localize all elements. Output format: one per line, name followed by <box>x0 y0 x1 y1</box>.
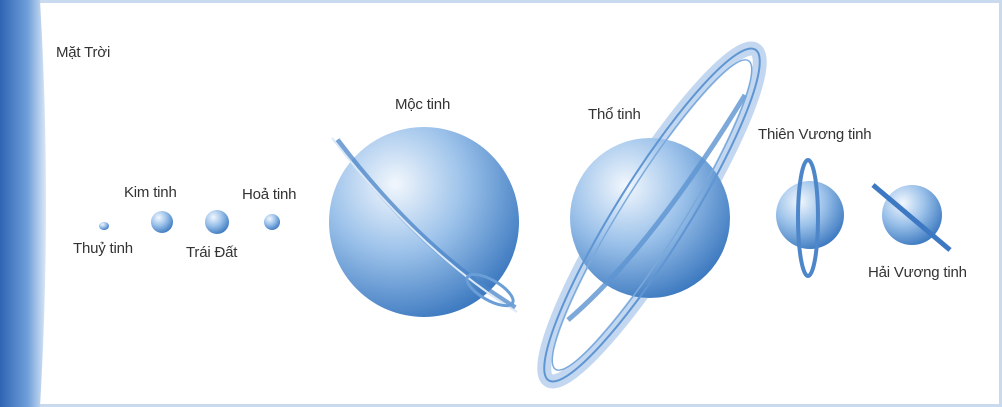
venus-label: Kim tinh <box>124 184 177 201</box>
saturn-label: Thổ tinh <box>588 106 641 123</box>
neptune-shape <box>873 185 950 250</box>
mercury-label: Thuỷ tinh <box>73 240 133 257</box>
saturn-shape <box>518 31 786 400</box>
sun-shape <box>0 0 46 407</box>
sun-label: Mặt Trời <box>56 44 110 61</box>
earth-label: Trái Đất <box>186 244 237 261</box>
jupiter-shape <box>329 127 519 317</box>
neptune-label: Hải Vương tinh <box>868 264 967 281</box>
mercury-shape <box>99 222 109 230</box>
mars-shape <box>264 214 280 230</box>
uranus-label: Thiên Vương tinh <box>758 126 871 143</box>
uranus-shape <box>776 160 844 276</box>
jupiter-label: Mộc tinh <box>395 96 450 113</box>
earth-shape <box>205 210 229 234</box>
venus-shape <box>151 211 173 233</box>
mars-label: Hoả tinh <box>242 186 296 203</box>
